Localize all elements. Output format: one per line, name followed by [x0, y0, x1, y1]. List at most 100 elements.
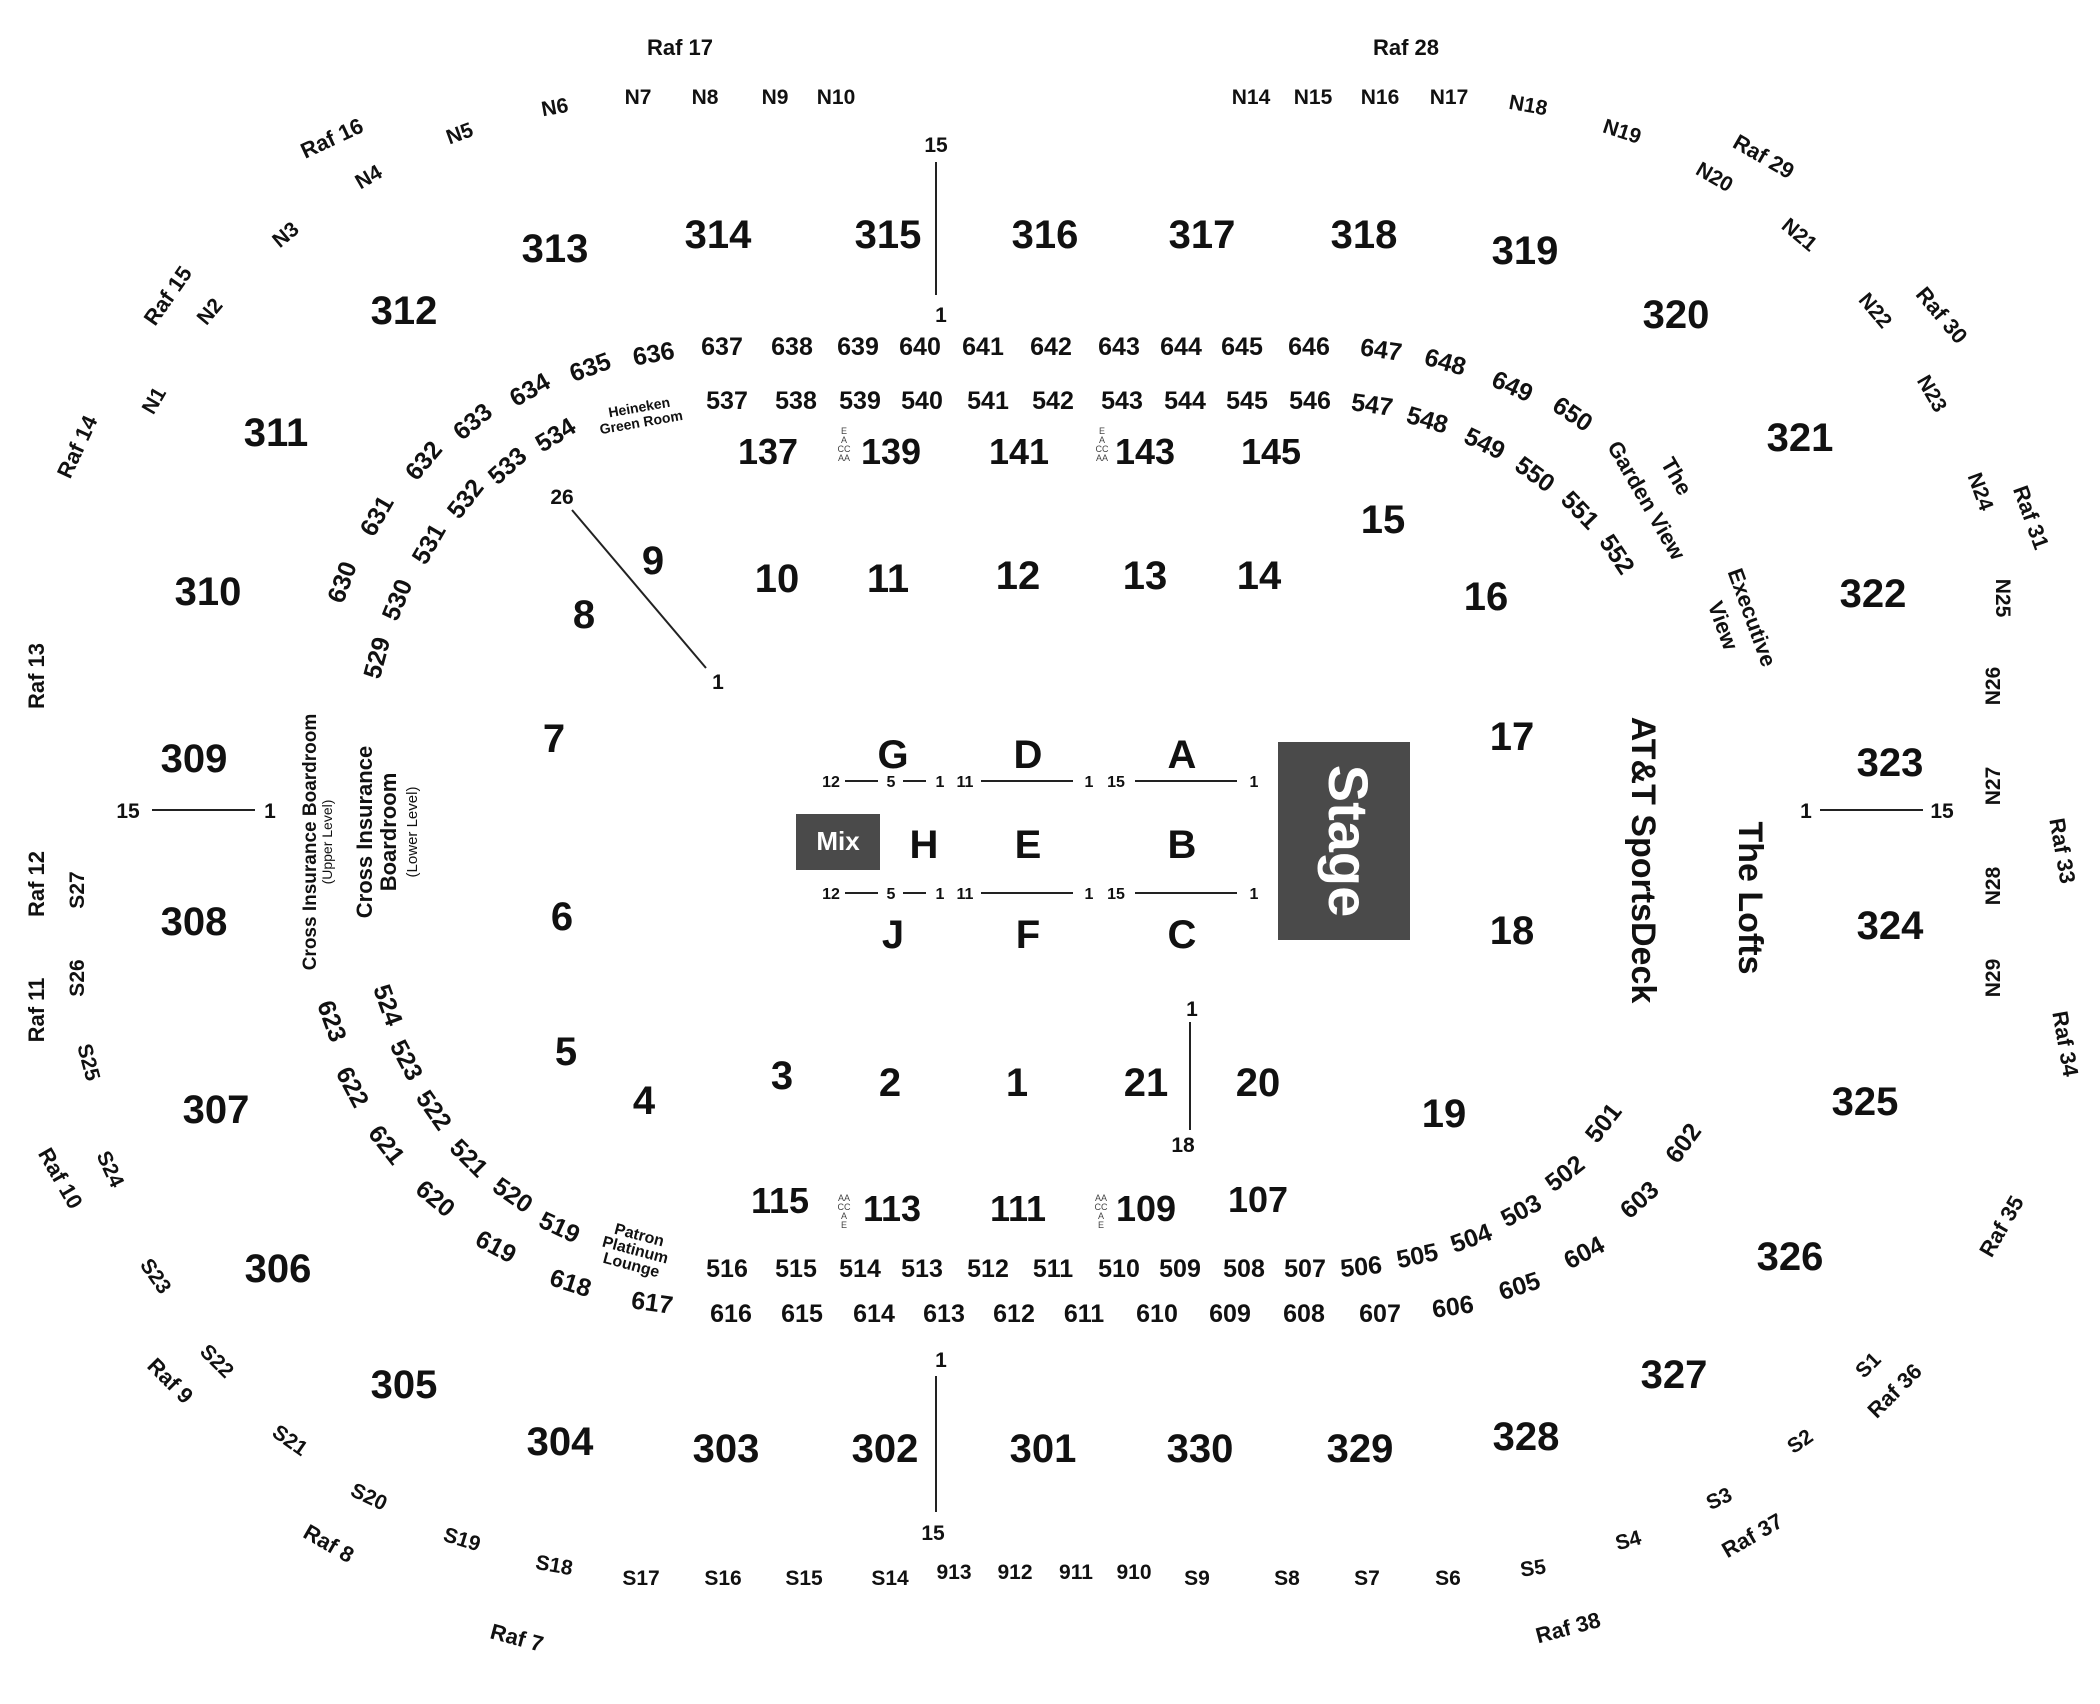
- section-618[interactable]: 618: [546, 1264, 594, 1304]
- section-617[interactable]: 617: [630, 1286, 675, 1320]
- section-507[interactable]: 507: [1284, 1255, 1326, 1283]
- section-631[interactable]: 631: [355, 491, 400, 541]
- box-n28[interactable]: N28: [1982, 866, 2005, 905]
- box-s5[interactable]: S5: [1519, 1555, 1548, 1581]
- section-630[interactable]: 630: [322, 558, 363, 607]
- box-910[interactable]: 910: [1116, 1561, 1151, 1584]
- section-524[interactable]: 524: [367, 981, 408, 1030]
- section-307[interactable]: 307: [183, 1088, 250, 1132]
- section-509[interactable]: 509: [1159, 1255, 1201, 1283]
- section-634[interactable]: 634: [505, 367, 555, 412]
- rafter-29[interactable]: Raf 29: [1729, 129, 1799, 184]
- section-313[interactable]: 313: [522, 227, 589, 271]
- section-606[interactable]: 606: [1430, 1290, 1475, 1324]
- section-614[interactable]: 614: [853, 1300, 895, 1328]
- section-637[interactable]: 637: [701, 333, 743, 361]
- rafter-38[interactable]: Raf 38: [1533, 1607, 1603, 1648]
- section-317[interactable]: 317: [1169, 213, 1236, 257]
- section-141[interactable]: 141: [989, 431, 1049, 472]
- box-s3[interactable]: S3: [1703, 1483, 1736, 1515]
- section-321[interactable]: 321: [1767, 416, 1834, 460]
- box-s27[interactable]: S27: [66, 871, 89, 908]
- section-308[interactable]: 308: [161, 900, 228, 944]
- section-531[interactable]: 531: [407, 519, 452, 569]
- rafter-11[interactable]: Raf 11: [24, 978, 49, 1043]
- section-542[interactable]: 542: [1032, 387, 1074, 415]
- section-506[interactable]: 506: [1339, 1251, 1383, 1283]
- section-107[interactable]: 107: [1228, 1179, 1288, 1220]
- section-539[interactable]: 539: [839, 387, 881, 415]
- box-s14[interactable]: S14: [871, 1567, 909, 1590]
- section-540[interactable]: 540: [901, 387, 943, 415]
- box-n14[interactable]: N14: [1232, 86, 1271, 109]
- floor-section-f[interactable]: F: [1016, 913, 1040, 957]
- rafter-17[interactable]: Raf 17: [647, 35, 713, 60]
- section-302[interactable]: 302: [852, 1427, 919, 1471]
- section-501[interactable]: 501: [1580, 1098, 1628, 1148]
- section-616[interactable]: 616: [710, 1300, 752, 1328]
- section-139[interactable]: 139: [861, 431, 921, 472]
- section-633[interactable]: 633: [448, 398, 498, 446]
- section-611[interactable]: 611: [1064, 1300, 1104, 1328]
- section-645[interactable]: 645: [1221, 333, 1263, 361]
- section-621[interactable]: 621: [362, 1120, 410, 1170]
- section-546[interactable]: 546: [1289, 387, 1331, 415]
- box-n8[interactable]: N8: [692, 86, 719, 109]
- patron-platinum-lounge-label[interactable]: Patron Platinum Lounge: [600, 1221, 670, 1281]
- box-n9[interactable]: N9: [762, 86, 789, 109]
- at-t-sportsdeck-label[interactable]: AT&T SportsDeck: [1624, 717, 1662, 1004]
- section-541[interactable]: 541: [967, 387, 1009, 415]
- section-111[interactable]: 111: [990, 1188, 1046, 1229]
- section-115[interactable]: 115: [751, 1180, 809, 1221]
- section-533[interactable]: 533: [483, 442, 533, 491]
- box-n23[interactable]: N23: [1912, 371, 1951, 416]
- section-522[interactable]: 522: [410, 1085, 457, 1135]
- mix-block[interactable]: [796, 814, 880, 870]
- section-324[interactable]: 324: [1857, 904, 1924, 948]
- section-516[interactable]: 516: [706, 1255, 748, 1283]
- box-n5[interactable]: N5: [443, 118, 476, 149]
- section-537[interactable]: 537: [706, 387, 748, 415]
- section-636[interactable]: 636: [631, 337, 677, 372]
- rafter-28[interactable]: Raf 28: [1373, 35, 1439, 60]
- section-311[interactable]: 311: [244, 411, 309, 455]
- box-s25[interactable]: S25: [72, 1041, 104, 1083]
- rafter-30[interactable]: Raf 30: [1911, 282, 1973, 349]
- section-529[interactable]: 529: [358, 634, 396, 682]
- section-602[interactable]: 602: [1660, 1118, 1707, 1168]
- floor-section-h[interactable]: H: [910, 823, 939, 867]
- rafter-16[interactable]: Raf 16: [297, 113, 367, 164]
- floor-section-8[interactable]: 8: [573, 593, 595, 637]
- floor-section-6[interactable]: 6: [551, 895, 573, 939]
- section-622[interactable]: 622: [330, 1062, 374, 1112]
- section-534[interactable]: 534: [531, 412, 581, 458]
- section-504[interactable]: 504: [1447, 1218, 1496, 1259]
- section-604[interactable]: 604: [1559, 1231, 1609, 1275]
- section-644[interactable]: 644: [1160, 333, 1202, 361]
- section-508[interactable]: 508: [1223, 1255, 1265, 1283]
- section-143[interactable]: 143: [1115, 431, 1175, 472]
- box-s16[interactable]: S16: [704, 1567, 741, 1590]
- floor-section-g[interactable]: G: [877, 733, 908, 777]
- box-n4[interactable]: N4: [351, 161, 386, 195]
- box-n2[interactable]: N2: [193, 294, 228, 329]
- box-n15[interactable]: N15: [1294, 86, 1333, 109]
- box-s26[interactable]: S26: [66, 959, 89, 996]
- section-329[interactable]: 329: [1327, 1427, 1394, 1471]
- section-543[interactable]: 543: [1101, 387, 1143, 415]
- section-319[interactable]: 319: [1492, 229, 1559, 273]
- floor-section-7[interactable]: 7: [543, 717, 565, 761]
- section-648[interactable]: 648: [1421, 343, 1469, 381]
- box-n17[interactable]: N17: [1430, 86, 1469, 109]
- box-s1[interactable]: S1: [1851, 1348, 1886, 1383]
- section-549[interactable]: 549: [1460, 422, 1510, 465]
- section-547[interactable]: 547: [1350, 388, 1395, 422]
- section-505[interactable]: 505: [1394, 1238, 1441, 1274]
- section-612[interactable]: 612: [993, 1300, 1035, 1328]
- section-502[interactable]: 502: [1540, 1150, 1590, 1198]
- section-650[interactable]: 650: [1547, 391, 1597, 438]
- section-511[interactable]: 511: [1033, 1255, 1073, 1283]
- section-320[interactable]: 320: [1643, 293, 1710, 337]
- box-s18[interactable]: S18: [534, 1551, 575, 1580]
- section-514[interactable]: 514: [839, 1255, 881, 1283]
